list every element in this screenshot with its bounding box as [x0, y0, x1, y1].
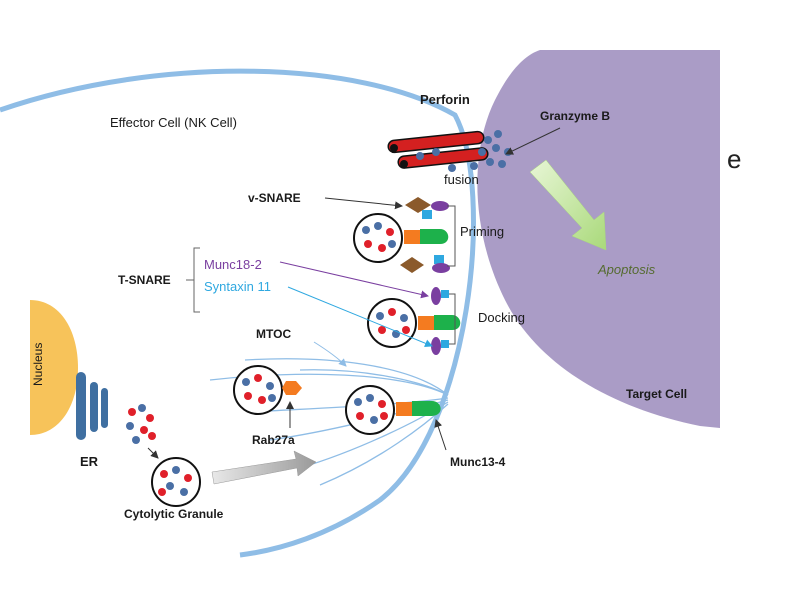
- label-v-snare: v-SNARE: [248, 191, 301, 205]
- effector-cell-membrane: [0, 68, 476, 558]
- label-apoptosis: Apoptosis: [597, 262, 656, 277]
- apoptosis-arrow: [529, 159, 607, 251]
- granule-docking: [367, 287, 461, 355]
- label-munc18-2: Munc18-2: [204, 257, 262, 272]
- granule-priming: [353, 197, 456, 273]
- cytolytic-granule: [151, 457, 201, 507]
- label-perforin: Perforin: [420, 92, 470, 107]
- free-granules: [126, 404, 156, 444]
- granule-rab27a: [233, 365, 302, 415]
- label-mtoc: MTOC: [256, 327, 291, 341]
- label-cytolytic-granule: Cytolytic Granule: [124, 507, 224, 521]
- label-t-snare: T-SNARE: [118, 273, 171, 287]
- label-er: ER: [80, 454, 99, 469]
- t-snare-bracket: [186, 247, 200, 313]
- transport-arrow: [211, 450, 317, 485]
- label-fusion: fusion: [444, 172, 479, 187]
- label-target-cell: Target Cell: [626, 387, 687, 401]
- label-effector-cell: Effector Cell (NK Cell): [110, 115, 237, 130]
- label-docking: Docking: [478, 310, 525, 325]
- label-munc13-4: Munc13-4: [450, 455, 506, 469]
- label-priming: Priming: [460, 224, 504, 239]
- nucleus: [30, 300, 78, 435]
- perforin-pores: [387, 130, 489, 172]
- label-rab27a: Rab27a: [252, 433, 295, 447]
- label-nucleus: Nucleus: [31, 343, 45, 386]
- granule-munc13-4: [345, 385, 441, 435]
- label-granzyme-b: Granzyme B: [540, 109, 610, 123]
- rab27a-protein: [282, 381, 302, 395]
- munc13-4-protein: [412, 401, 441, 416]
- stray-glyph: e: [727, 144, 742, 174]
- endoplasmic-reticulum: [76, 372, 108, 440]
- label-syntaxin-11: Syntaxin 11: [204, 279, 271, 294]
